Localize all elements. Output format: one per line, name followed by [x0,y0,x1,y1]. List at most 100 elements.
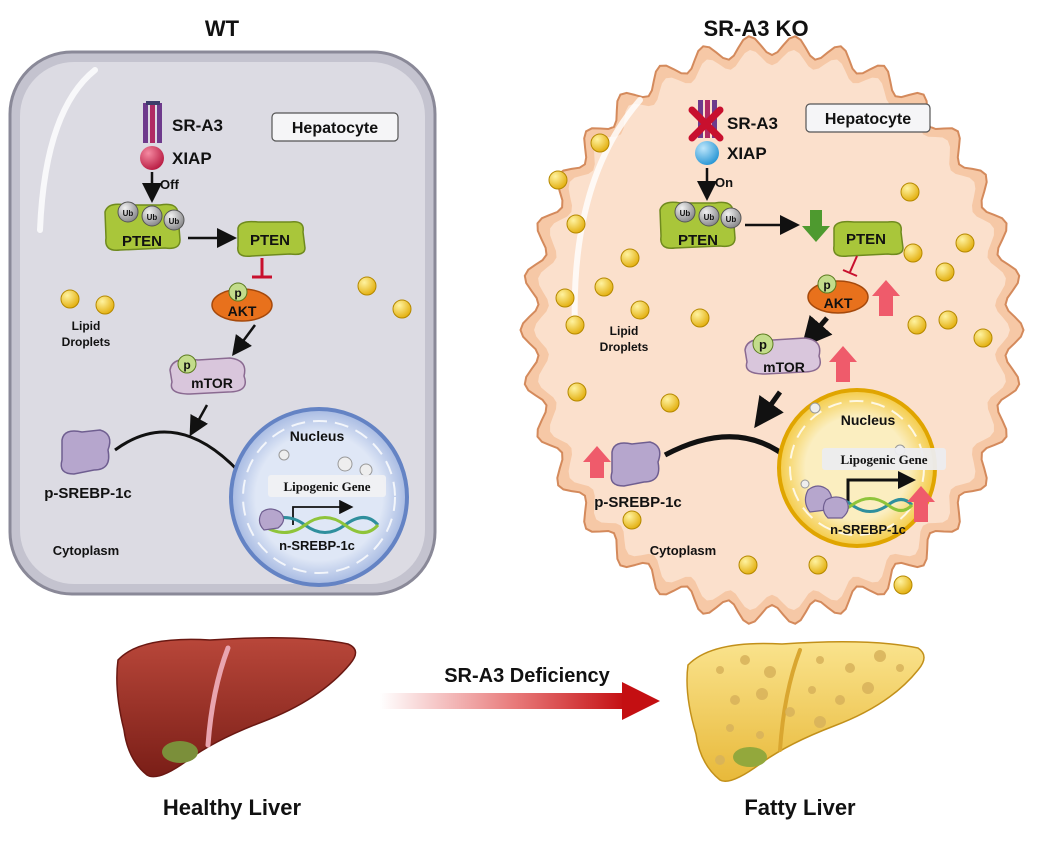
ko-ub-icon [720,207,742,229]
wt-akt-mtor-arrow [232,324,257,357]
ko-gene-box [822,448,946,470]
wt-xiap-icon [140,146,164,170]
ko-ub-label: Ub [704,213,715,222]
ko-lipid-droplet [738,555,758,575]
wt-gene-label: Lipogenic Gene [283,479,370,494]
ko-lipid-droplet [622,510,642,530]
wt-psrebp-label: p-SREBP-1c [44,485,132,502]
wt-nucleus-label: Nucleus [290,428,345,444]
ko-xiap-icon [695,141,719,165]
wt-nucleolus [359,463,373,477]
ko-transcription-arrow [846,471,916,502]
wt-pten-ub-label: PTEN [122,233,162,250]
wt-akt-label: AKT [228,303,257,319]
wt-nucleus-pores [242,420,396,574]
fatty-liver-spot [896,664,904,672]
ko-cytoplasm-label: Cytoplasm [650,543,716,558]
wt-lipid-droplet [357,276,377,296]
ko-nsrebp-label: n-SREBP-1c [830,522,906,537]
ko-lipid-droplet [620,248,640,268]
wt-lipid-droplet [392,299,412,319]
wt-mtor-arrow [189,404,209,437]
ko-psrebp-shape [610,441,661,487]
fatty-liver-spot [764,666,776,678]
ko-lipid-droplets [548,133,993,595]
fatty-liver-spot [814,716,826,728]
ko-lipid-droplet [566,214,586,234]
fatty-liver-spot [808,686,816,694]
fatty-liver-spot [816,656,824,664]
wt-ub-icon [163,209,185,231]
fatty-liver-spot [756,688,768,700]
wt-mtor-label: mTOR [191,375,233,391]
ko-lipid-droplet [555,288,575,308]
fatty-liver-label: Fatty Liver [744,795,856,820]
wt-droplets-label: Droplets [62,335,111,349]
wt-nsrebp-shape [258,508,285,531]
ko-inhibit-bar [842,269,858,277]
ko-mtor-p-icon [752,333,774,355]
ko-inhibit-line [849,255,858,273]
fatty-liver-spot [740,655,750,665]
wt-ub-label: Ub [169,217,180,226]
ko-akt-p-label: p [823,278,830,292]
wt-dna-strand [261,516,380,534]
ko-mtor-up-arrow-icon [829,346,857,382]
ko-lipid-droplet [594,277,614,297]
deficiency-arrow-shaft [380,693,625,709]
ko-lipid-droplet [567,382,587,402]
ko-lipid-label: Lipid [610,324,639,338]
ko-cell: Hepatocyte SR-A3 XIAP On Ub Ub Ub PTEN P… [519,35,1025,625]
ko-lipid-droplet [973,328,993,348]
ko-ub-label: Ub [680,209,691,218]
wt-cytoplasm-label: Cytoplasm [53,543,119,558]
ko-lipid-droplet [548,170,568,190]
wt-ub-icon [117,201,139,223]
wt-pten-shape [237,220,306,258]
ko-pten-ub-label: PTEN [678,232,718,249]
ko-mtor-p-label: p [759,337,767,352]
ko-cell-highlight [571,97,643,333]
fatty-liver-spot [862,682,874,694]
fatty-liver-spot [726,724,734,732]
ko-lipid-droplet [938,310,958,330]
ko-lipid-droplet [900,182,920,202]
wt-hepatocyte-label: Hepatocyte [292,120,378,137]
fatty-liver-spot [730,695,740,705]
deficiency-arrow-head [622,682,660,720]
ko-lipid-droplet [690,308,710,328]
fatty-liver-spot [785,707,795,717]
healthy-liver-label: Healthy Liver [163,795,302,820]
ko-akt-mtor-arrow [801,315,833,348]
wt-mtor-p-icon [177,354,197,374]
ko-lipid-droplet [630,300,650,320]
wt-lipid-droplet [95,295,115,315]
ko-droplets-label: Droplets [600,340,649,354]
wt-hepatocyte-box [271,112,399,142]
ko-pten-label: PTEN [846,231,886,248]
wt-gene-box [268,475,386,497]
ko-nucleolus [800,479,810,489]
ko-lipid-droplet [660,393,680,413]
ko-ub-icon [674,201,696,223]
wt-nsrebp-label: n-SREBP-1c [279,538,355,553]
wt-cell-highlight [37,67,98,233]
ko-lipid-droplet [935,262,955,282]
ko-ub-icon [698,205,720,227]
ko-lipid-droplet [893,575,913,595]
ko-nucleus-label: Nucleus [841,412,896,428]
ko-hepatocyte-label: Hepatocyte [825,111,911,128]
ko-lipid-droplet [955,233,975,253]
wt-title: WT [205,16,240,41]
wt-dna-strand [261,516,380,534]
ko-lipid-droplet [565,315,585,335]
ko-nsrebp-shape [822,496,849,519]
fatty-liver-spot [756,731,764,739]
ko-pten-down-arrow-icon [802,210,830,242]
wt-cell: Hepatocyte SR-A3 XIAP Off Ub Ub Ub PTEN … [8,50,437,596]
ko-on-label: On [715,175,733,190]
ko-psrebp-label: p-SREBP-1c [594,494,682,511]
ko-ub-label: Ub [726,215,737,224]
wt-sra3-receptor-icon [143,101,162,143]
